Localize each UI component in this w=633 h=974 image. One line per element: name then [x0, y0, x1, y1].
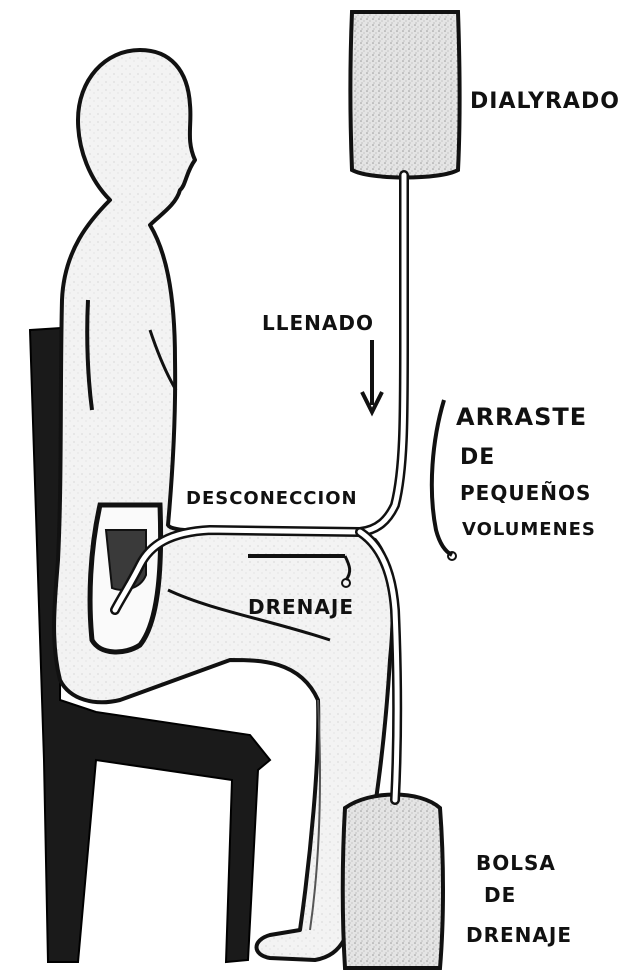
filling-arrow	[362, 340, 382, 412]
label-bag-3: DRENAJE	[466, 923, 572, 947]
label-bag-2: DE	[484, 883, 516, 907]
label-disconnection: DESCONECCION	[186, 488, 358, 509]
label-dragging-4: VOLUMENES	[462, 519, 596, 540]
label-drainage: DRENAJE	[248, 595, 354, 619]
abdominal-cavity	[90, 505, 161, 652]
drainage-bag	[343, 795, 443, 969]
label-bag-1: BOLSA	[476, 851, 556, 875]
label-dialysate: DIALYRADO	[470, 89, 620, 114]
label-filling: LLENADO	[262, 311, 374, 335]
label-dragging-3: PEQUEÑOS	[460, 481, 591, 505]
label-dragging-1: ARRASTE	[456, 403, 587, 431]
bracket-mark	[432, 400, 456, 560]
label-dragging-2: DE	[460, 445, 495, 470]
dialysate-bag	[351, 12, 460, 178]
